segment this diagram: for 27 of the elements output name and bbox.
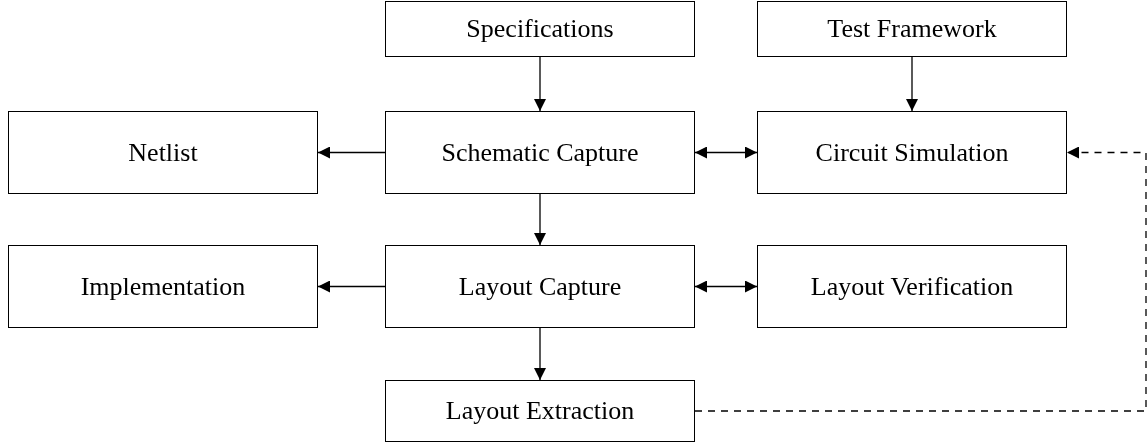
process-box — [757, 245, 1067, 328]
process-box — [385, 1, 695, 57]
box-label: Schematic Capture — [441, 137, 639, 168]
process-box — [385, 111, 695, 194]
box-label: Test Framework — [827, 14, 997, 44]
box-label: Layout Verification — [810, 271, 1014, 302]
process-box — [757, 1, 1067, 57]
process-box — [8, 245, 318, 328]
arrow — [317, 146, 386, 159]
box-label: Circuit Simulation — [815, 137, 1009, 168]
arrow — [534, 327, 546, 381]
arrow — [534, 193, 546, 246]
dashed-arrow — [694, 146, 1147, 412]
arrow — [317, 280, 386, 293]
arrow — [906, 56, 918, 112]
box-label: Netlist — [128, 137, 198, 168]
arrow — [534, 56, 546, 112]
arrow — [694, 280, 758, 293]
arrow — [694, 146, 758, 159]
process-box — [385, 245, 695, 328]
box-label: Specifications — [466, 14, 614, 44]
box-label: Layout Capture — [458, 271, 622, 302]
process-box — [757, 111, 1067, 194]
process-box — [8, 111, 318, 194]
process-box — [385, 380, 695, 442]
box-label: Layout Extraction — [445, 396, 635, 426]
box-label: Implementation — [80, 271, 246, 302]
